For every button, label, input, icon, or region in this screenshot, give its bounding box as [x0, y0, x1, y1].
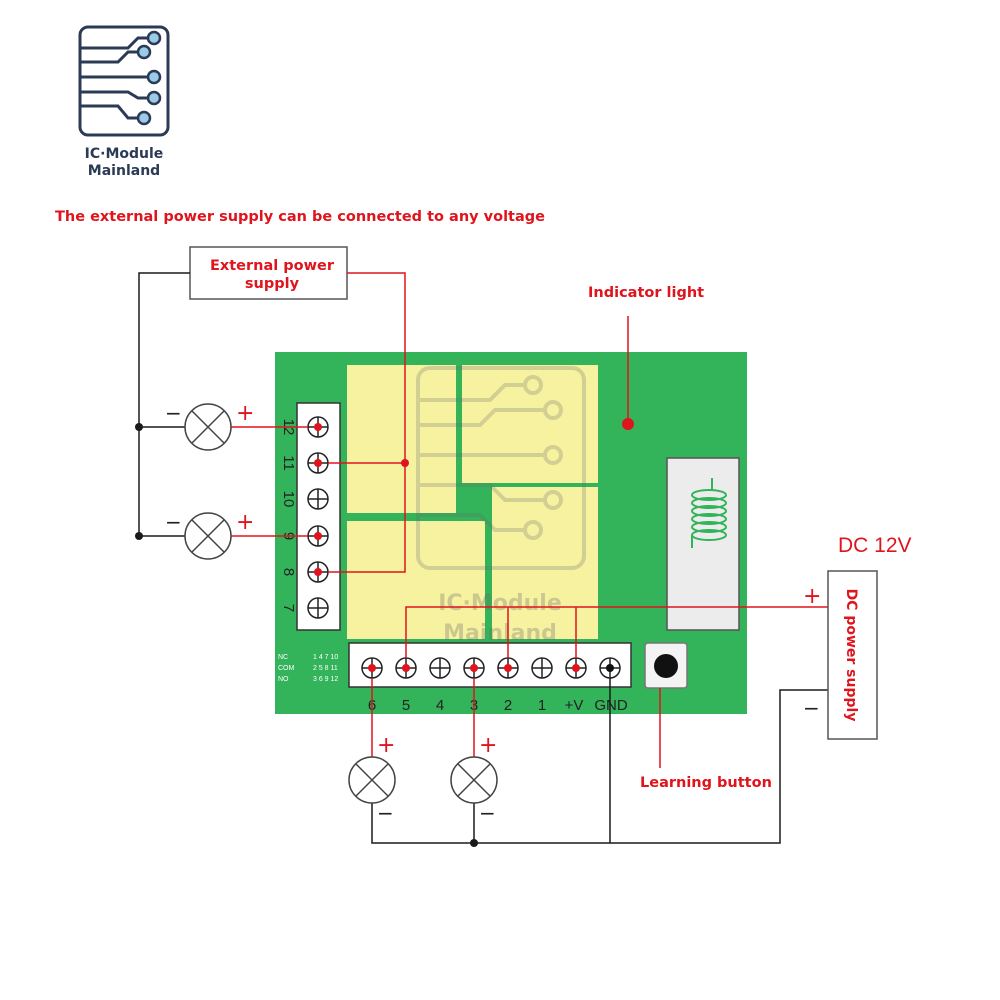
label-10: 10	[280, 491, 297, 508]
lamp-icon-bottom-right	[450, 756, 498, 804]
watermark-line2: Mainland	[443, 621, 557, 646]
polarity-marks: − + − + + − + −	[165, 401, 497, 825]
lamp-middle-plus: +	[236, 510, 254, 535]
terminal-5[interactable]	[395, 657, 417, 679]
relay-4	[492, 487, 598, 639]
dc-plus: +	[803, 584, 821, 609]
external-supply-line2: supply	[245, 276, 300, 292]
learning-button-label: Learning button	[640, 775, 772, 791]
watermark-line1: IC·Module	[438, 591, 562, 616]
relay-2	[462, 365, 598, 483]
legend-no-name: NO	[278, 676, 289, 683]
antenna-coil-icon	[691, 478, 727, 548]
relay-3	[347, 521, 485, 639]
lamp-middle-minus: −	[165, 510, 182, 534]
legend-nc-pins: 1 4 7 10	[313, 654, 338, 661]
terminal-7[interactable]	[307, 597, 329, 619]
black-wires	[138, 272, 828, 844]
terminal-gnd[interactable]	[599, 657, 621, 679]
dc-power-supply-box	[827, 570, 878, 740]
label-8: 8	[280, 568, 297, 576]
company-logo: IC·Module Mainland	[78, 25, 170, 179]
red-junction	[401, 459, 409, 467]
dc-power-supply-label: DC power supply	[843, 589, 859, 722]
lamp-bl-minus: −	[377, 801, 394, 825]
legend-nc-name: NC	[278, 654, 288, 661]
terminal-9[interactable]	[307, 525, 329, 547]
dc-voltage-label: DC 12V	[838, 534, 912, 557]
terminal-11[interactable]	[307, 452, 329, 474]
learning-button-cap	[654, 654, 678, 678]
terminal-legend: NC 1 4 7 10 COM 2 5 8 11 NO 3 6 9 12	[278, 654, 338, 683]
lamp-top-plus: +	[236, 401, 254, 426]
bottom-terminal-block	[348, 642, 632, 688]
terminal-3[interactable]	[463, 657, 485, 679]
label-7: 7	[280, 604, 297, 612]
terminal-2[interactable]	[497, 657, 519, 679]
terminal-plus-v[interactable]	[565, 657, 587, 679]
external-supply-line1: External power	[210, 258, 335, 274]
legend-com-pins: 2 5 8 11	[313, 665, 338, 672]
lamp-icon-bottom-left	[348, 756, 396, 804]
left-screws	[307, 416, 329, 619]
label-4: 4	[436, 697, 444, 714]
terminal-10[interactable]	[307, 488, 329, 510]
external-power-supply-box	[189, 246, 348, 300]
board-watermark	[416, 366, 586, 570]
logo-line1: IC·Module	[85, 146, 164, 162]
lamp-top-minus: −	[165, 401, 182, 425]
lamp-icon-middle	[184, 512, 232, 560]
terminal-1[interactable]	[531, 657, 553, 679]
terminal-4[interactable]	[429, 657, 451, 679]
voltage-note: The external power supply can be connect…	[55, 209, 545, 225]
relay-board: IC·Module Mainland NC 1 4 7 10 COM 2 5 8…	[275, 352, 747, 714]
label-2: 2	[504, 697, 512, 714]
label-5: 5	[402, 697, 410, 714]
label-gnd: GND	[594, 697, 628, 714]
red-wires	[231, 272, 828, 768]
terminal-12[interactable]	[307, 416, 329, 438]
lamp-br-minus: −	[479, 801, 496, 825]
lamp-bl-plus: +	[377, 733, 395, 758]
relay-1	[347, 365, 456, 513]
label-1: 1	[538, 697, 546, 714]
legend-no-pins: 3 6 9 12	[313, 676, 338, 683]
dc-minus: −	[803, 696, 820, 720]
black-junctions	[135, 423, 478, 847]
indicator-light-label: Indicator light	[588, 285, 704, 301]
label-plus-v: +V	[565, 697, 584, 714]
left-terminal-block	[296, 402, 341, 631]
lamp-br-plus: +	[479, 733, 497, 758]
terminal-6[interactable]	[361, 657, 383, 679]
logo-line2: Mainland	[88, 163, 160, 179]
label-11: 11	[280, 455, 297, 471]
indicator-led	[622, 418, 634, 430]
terminal-8[interactable]	[307, 561, 329, 583]
lamp-icon-top	[184, 403, 232, 451]
receiver-module	[666, 457, 740, 631]
legend-com-name: COM	[278, 665, 295, 672]
